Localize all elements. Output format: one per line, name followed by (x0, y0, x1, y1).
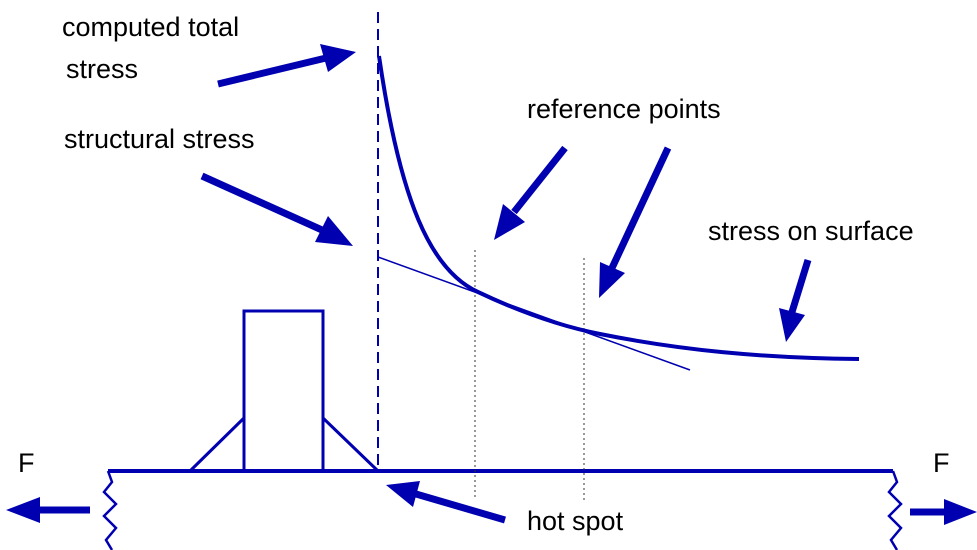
weld-right (321, 416, 380, 473)
label-stress-on-surface: stress on surface (708, 216, 914, 246)
arrow-stress-on-surface (779, 258, 812, 342)
arrow-structural-stress (200, 172, 353, 246)
label-force-right: F (933, 448, 950, 478)
weld-left (188, 416, 246, 473)
arrow-reference-2 (599, 146, 672, 298)
label-computed-total-line2: stress (66, 54, 138, 84)
label-structural-stress: structural stress (64, 124, 255, 154)
arrow-force-right (910, 499, 977, 525)
arrow-reference-1 (494, 145, 568, 240)
arrow-computed-total (217, 44, 356, 88)
label-computed-total-line1: computed total (62, 12, 239, 42)
plate-break-right (887, 470, 903, 550)
label-force-left: F (18, 448, 35, 478)
arrow-hot-spot (386, 481, 506, 524)
surface-stress-curve (377, 55, 860, 361)
label-reference-points: reference points (527, 94, 721, 124)
arrow-force-left (6, 497, 90, 523)
plate-break-left (102, 470, 118, 550)
structural-stress-line (377, 256, 691, 371)
attachment-plate (242, 309, 325, 471)
label-hot-spot: hot spot (527, 506, 624, 536)
